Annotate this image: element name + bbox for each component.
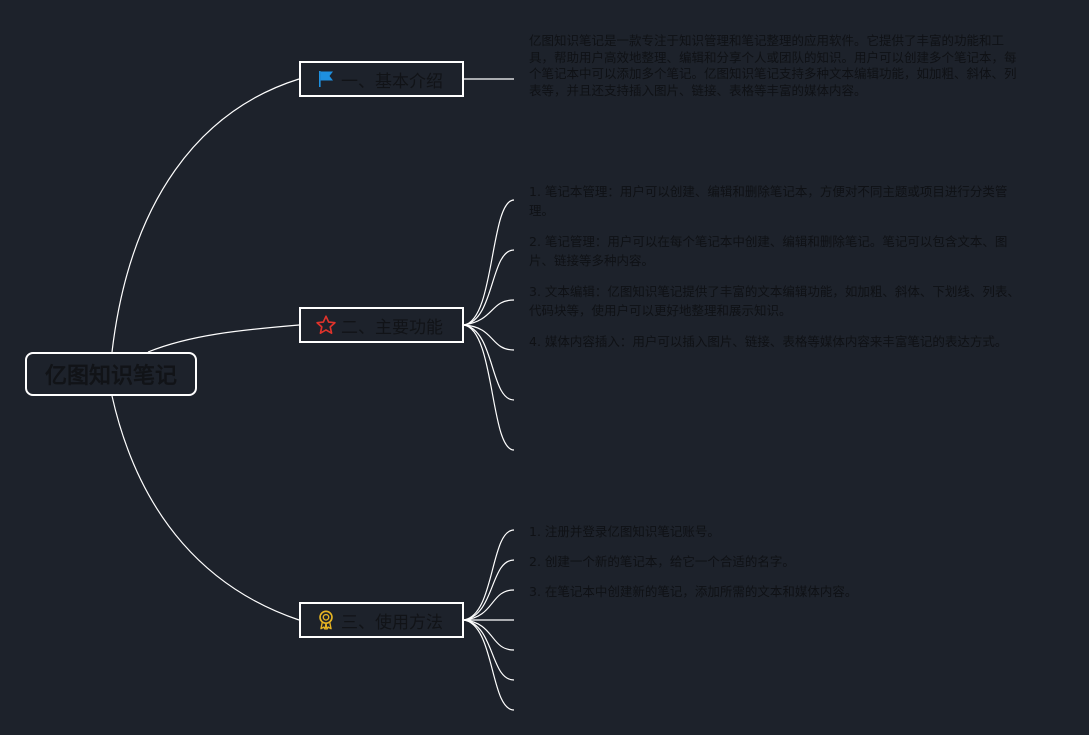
flag-icon: [315, 68, 337, 90]
connector-topic-3-branch-5: [463, 619, 515, 651]
feature-item: 2. 笔记管理：用户可以在每个笔记本中创建、编辑和删除笔记。笔记可以包含文本、图…: [529, 234, 1008, 268]
connector-root-to-topic-2: [147, 324, 300, 353]
feature-item: 1. 笔记本管理：用户可以创建、编辑和删除笔记本，方便对不同主题或项目进行分类管…: [529, 184, 1008, 218]
root-topic-node[interactable]: 亿图知识笔记: [25, 352, 197, 396]
connector-topic-2-branch-3: [463, 299, 515, 326]
topic-label: 二、主要功能: [341, 317, 443, 338]
star-icon: [315, 314, 337, 336]
topic-node-main-features[interactable]: 二、主要功能: [299, 307, 464, 343]
connector-topic-2-branch-4: [463, 324, 515, 351]
connector-topic-3-branch-1: [463, 529, 515, 621]
award-ribbon-icon: [315, 609, 337, 631]
topic-label: 三、使用方法: [341, 612, 443, 633]
connector-topic-2-branch-2: [463, 249, 515, 326]
connector-topic-3-branch-3: [463, 589, 515, 621]
feature-item: 3. 文本编辑：亿图知识笔记提供了丰富的文本编辑功能，如加粗、斜体、下划线、列表…: [529, 284, 1020, 318]
connector-topic-3-branch-2: [463, 559, 515, 621]
usage-step-item: 2. 创建一个新的笔记本，给它一个合适的名字。: [529, 554, 795, 569]
connector-topic-3-branch-7: [463, 619, 515, 711]
usage-step-item: 3. 在笔记本中创建新的笔记，添加所需的文本和媒体内容。: [529, 584, 858, 599]
intro-paragraph: 亿图知识笔记是一款专注于知识管理和笔记整理的应用软件。它提供了丰富的功能和工具，…: [529, 33, 1017, 98]
topic-label: 一、基本介绍: [341, 71, 443, 92]
connector-root-to-topic-1: [111, 78, 300, 353]
root-topic-title: 亿图知识笔记: [44, 364, 177, 389]
connector-root-to-topic-3: [111, 395, 300, 621]
connector-topic-2-branch-1: [463, 199, 515, 326]
topic-node-basic-intro[interactable]: 一、基本介绍: [299, 61, 464, 97]
connector-topic-2-branch-5: [463, 324, 515, 401]
connector-topic-3-branch-6: [463, 619, 515, 681]
feature-item: 4. 媒体内容插入：用户可以插入图片、链接、表格等媒体内容来丰富笔记的表达方式。: [529, 334, 1008, 349]
usage-step-item: 1. 注册并登录亿图知识笔记账号。: [529, 524, 720, 539]
connector-topic-2-branch-6: [463, 324, 515, 451]
topic-node-usage[interactable]: 三、使用方法: [299, 602, 464, 638]
